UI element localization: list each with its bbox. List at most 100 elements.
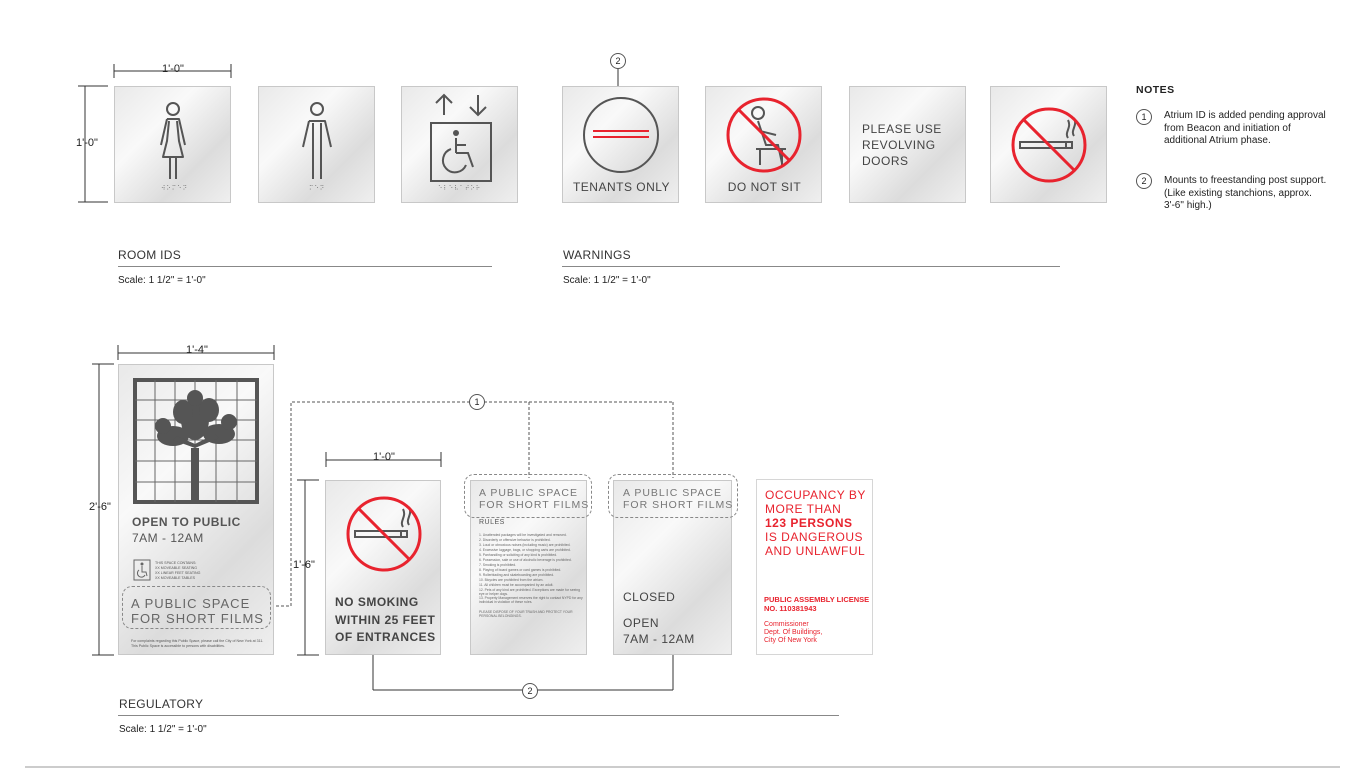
regulatory-rule	[118, 715, 839, 716]
note-2-number: 2	[1136, 173, 1152, 189]
rule-item: 11. All children must be accompanied by …	[479, 583, 554, 587]
rule-item: 13. Property Management reserves the rig…	[479, 596, 583, 604]
rule-item: 5. Panhandling or soliciting of any kind…	[479, 553, 558, 557]
accessibility-icon	[133, 559, 151, 581]
woman-restroom-icon	[160, 102, 186, 179]
rule-item: 1. Unattended packages will be investiga…	[479, 533, 567, 537]
license-line-2: NO. 110381943	[764, 604, 817, 613]
open-to-public-title: OPEN TO PUBLIC	[132, 515, 241, 529]
rules-title: RULES	[479, 519, 505, 526]
open-hours: 7AM - 12AM	[132, 531, 204, 545]
warnings-rule	[562, 266, 1060, 267]
room-ids-width-dimension: 1'-0"	[162, 63, 184, 75]
signature-line-2: Dept. Of Buildings,	[764, 629, 823, 636]
no-smoking-icon	[346, 496, 422, 572]
rule-item: 8. Playing of board games or card games …	[479, 568, 562, 572]
callout-1: 1	[469, 394, 485, 410]
elevator-sign: ⠑⠇⠑⠧⠁⠞⠕⠗	[401, 86, 518, 203]
small-width-dimension: 1'-0"	[373, 451, 395, 463]
no-smoking-icon	[1011, 107, 1087, 183]
amenity-line: XX MOVEABLE SEATING	[155, 566, 198, 570]
room-ids-rule	[118, 266, 492, 267]
rule-item: 3. Loud or obnoxious noises (including m…	[479, 543, 571, 547]
rules-sign: RULES 1. Unattended packages will be inv…	[470, 480, 587, 655]
regulatory-title: REGULATORY	[119, 697, 204, 711]
public-space-line-2: FOR SHORT FILMS	[623, 499, 734, 511]
rule-item: 9. Rollerblading and skateboarding are p…	[479, 573, 555, 577]
amenity-line: THIS SPACE CONTAINS:	[155, 561, 197, 565]
open-label: OPEN	[623, 616, 660, 630]
signature-line-1: Commissioner	[764, 621, 809, 628]
note-2-text: Mounts to freestanding post support. (Li…	[1164, 175, 1327, 211]
room-ids-scale: Scale: 1 1/2" = 1'-0"	[118, 275, 206, 286]
rules-footer: PLEASE DISPOSE OF YOUR TRASH AND PROTECT…	[479, 610, 573, 618]
closed-text: CLOSED	[623, 590, 676, 604]
public-space-line-1: A PUBLIC SPACE	[623, 487, 723, 499]
revolving-doors-sign: PLEASE USE REVOLVING DOORS	[849, 86, 966, 203]
note-1-text: Atrium ID is added pending approval from…	[1164, 110, 1326, 146]
occupancy-line-1: OCCUPANCY BY	[765, 488, 866, 502]
room-ids-height-dimension: 1'-0"	[76, 137, 98, 149]
do-not-sit-sign: DO NOT SIT	[705, 86, 822, 203]
amenity-line: XX MOVEABLE TABLES	[155, 576, 196, 580]
room-ids-title: ROOM IDS	[118, 248, 182, 262]
callout-2-warnings: 2	[610, 53, 626, 69]
rule-item: 12. Pets of any kind are prohibited. Exc…	[479, 588, 581, 596]
hours-sign: CLOSED OPEN 7AM - 12AM	[613, 480, 732, 655]
revolving-line-1: PLEASE USE	[862, 122, 942, 136]
rule-item: 4. Excessive luggage, bags, or shopping …	[479, 548, 571, 552]
braille-text: ⠑⠇⠑⠧⠁⠞⠕⠗	[438, 186, 482, 192]
small-height-dimension: 1'-6"	[293, 559, 315, 571]
rule-item: 10. Bicycles are prohibited from the atr…	[479, 578, 544, 582]
license-line-1: PUBLIC ASSEMBLY LICENSE	[764, 595, 870, 604]
note-1-number: 1	[1136, 109, 1152, 125]
no-smoking-entrance-sign: NO SMOKING WITHIN 25 FEET OF ENTRANCES	[325, 480, 441, 655]
braille-text: ⠍⠑⠝	[309, 186, 326, 192]
public-space-line-1: A PUBLIC SPACE	[479, 487, 579, 499]
woman-restroom-sign: ⠺⠕⠍⠑⠝	[114, 86, 231, 203]
public-space-line-2: FOR SHORT FILMS	[131, 611, 264, 626]
big-width-dimension: 1'-4"	[186, 344, 208, 356]
callout-2-regulatory: 2	[522, 683, 538, 699]
notes-title: NOTES	[1136, 84, 1175, 96]
no-sitting-icon	[726, 97, 802, 173]
regulatory-scale: Scale: 1 1/2" = 1'-0"	[119, 724, 207, 735]
warnings-scale: Scale: 1 1/2" = 1'-0"	[563, 275, 651, 286]
accessible-elevator-icon	[430, 93, 492, 182]
warnings-title: WARNINGS	[563, 248, 631, 262]
do-not-enter-icon	[583, 97, 659, 173]
rules-list: 1. Unattended packages will be investiga…	[479, 533, 583, 618]
revolving-line-3: DOORS	[862, 154, 909, 168]
main-fine-print: For complaints regarding this Public Spa…	[131, 639, 264, 648]
braille-text: ⠺⠕⠍⠑⠝	[161, 186, 188, 192]
do-not-sit-text: DO NOT SIT	[727, 180, 802, 194]
occupancy-sign: OCCUPANCY BY MORE THAN 123 PERSONS IS DA…	[756, 479, 873, 655]
open-to-public-sign: OPEN TO PUBLIC 7AM - 12AM THIS SPACE CON…	[118, 364, 274, 655]
big-height-dimension: 2'-6"	[89, 501, 111, 513]
public-space-id-box: A PUBLIC SPACE FOR SHORT FILMS	[464, 474, 592, 518]
public-space-id-box: A PUBLIC SPACE FOR SHORT FILMS	[122, 586, 271, 629]
occupancy-line-4: IS DANGEROUS	[765, 530, 864, 544]
amenity-line: XX LINEAR FEET SEATING	[155, 571, 201, 575]
tenants-only-sign: TENANTS ONLY	[562, 86, 679, 203]
tenants-only-text: TENANTS ONLY	[572, 180, 671, 194]
public-space-line-1: A PUBLIC SPACE	[131, 596, 251, 611]
tree-window-logo	[133, 378, 259, 504]
man-restroom-sign: ⠍⠑⠝	[258, 86, 375, 203]
no-smoking-warning-sign	[990, 86, 1107, 203]
amenities-list: THIS SPACE CONTAINS: XX MOVEABLE SEATING…	[155, 561, 200, 581]
occupancy-line-5: AND UNLAWFUL	[765, 544, 866, 558]
no-smoking-line-2: WITHIN 25 FEET	[335, 613, 436, 627]
no-smoking-line-1: NO SMOKING	[335, 595, 419, 609]
man-restroom-icon	[302, 102, 332, 179]
occupancy-line-3: 123 PERSONS	[765, 516, 853, 530]
rule-item: 6. Possession, sale or use of alcoholic …	[479, 558, 572, 562]
public-space-id-box: A PUBLIC SPACE FOR SHORT FILMS	[608, 474, 738, 518]
public-space-line-2: FOR SHORT FILMS	[479, 499, 590, 511]
hours-text: 7AM - 12AM	[623, 632, 695, 646]
occupancy-line-2: MORE THAN	[765, 502, 842, 516]
revolving-line-2: REVOLVING	[862, 138, 936, 152]
rule-item: 2. Disorderly or offensive behavior is p…	[479, 538, 551, 542]
rule-item: 7. Smoking is prohibited.	[479, 563, 517, 567]
